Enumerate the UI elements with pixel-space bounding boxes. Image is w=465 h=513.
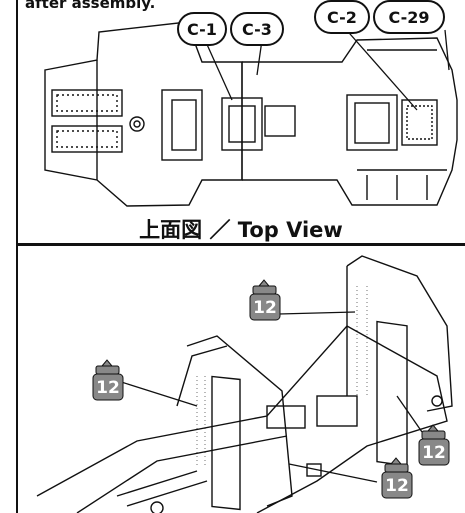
perspective-view-panel: 12 12 12 12: [17, 246, 465, 513]
top-view-caption: 上面図 ／ Top View: [139, 218, 343, 242]
perspective-drawing: 12 12 12 12: [36, 255, 453, 513]
paint-mark: 12: [249, 279, 281, 321]
callout-c3: C-3: [230, 12, 284, 46]
paint-mark: 12: [381, 457, 413, 499]
paint-mark: 12: [418, 424, 450, 466]
top-view-panel: after assembly.: [17, 0, 465, 244]
panel-divider: [17, 243, 465, 246]
assembly-note: after assembly.: [25, 0, 156, 12]
paint-number: 12: [253, 298, 277, 318]
paint-number: 12: [96, 378, 120, 398]
paint-mark: 12: [92, 359, 124, 401]
callout-c29: C-29: [373, 0, 445, 34]
paint-number: 12: [385, 476, 409, 496]
page-border: [16, 0, 18, 513]
callout-c2: C-2: [314, 0, 370, 34]
top-view-drawing: [44, 21, 458, 207]
paint-number: 12: [422, 443, 446, 463]
callout-c1: C-1: [177, 12, 227, 46]
